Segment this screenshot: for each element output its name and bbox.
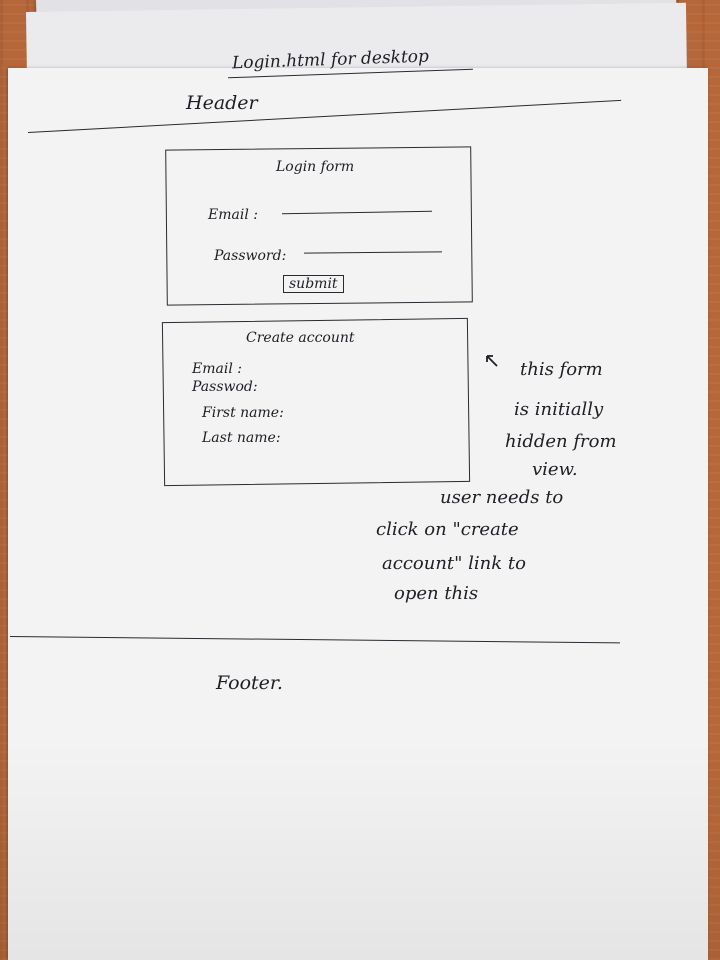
annotation-line: user needs to bbox=[440, 487, 564, 508]
create-account-lastname-label: Last name: bbox=[202, 430, 281, 446]
create-account-password-label: Passwod: bbox=[192, 379, 258, 395]
annotation-line: open this bbox=[394, 583, 479, 604]
header-label: Header bbox=[186, 92, 258, 114]
footer-label: Footer. bbox=[216, 672, 283, 694]
annotation-line: this form bbox=[520, 359, 603, 380]
annotation-line: click on "create bbox=[376, 519, 519, 540]
create-account-email-label: Email : bbox=[192, 361, 242, 377]
front-paper-sheet bbox=[8, 68, 708, 960]
annotation-line: view. bbox=[532, 459, 578, 480]
annotation-line: is initially bbox=[514, 399, 604, 420]
arrow-up-left-icon bbox=[486, 355, 498, 367]
create-account-title: Create account bbox=[246, 330, 355, 346]
login-submit-button[interactable]: submit bbox=[283, 275, 344, 293]
create-account-firstname-label: First name: bbox=[202, 405, 284, 421]
login-email-label: Email : bbox=[208, 207, 258, 223]
annotation-line: hidden from bbox=[505, 431, 617, 452]
paper-shadow bbox=[0, 740, 720, 960]
login-form-title: Login form bbox=[276, 159, 355, 175]
login-password-label: Password: bbox=[214, 248, 287, 264]
annotation-line: account" link to bbox=[382, 553, 526, 574]
annotation-note: this form is initially hidden from view.… bbox=[372, 335, 622, 615]
